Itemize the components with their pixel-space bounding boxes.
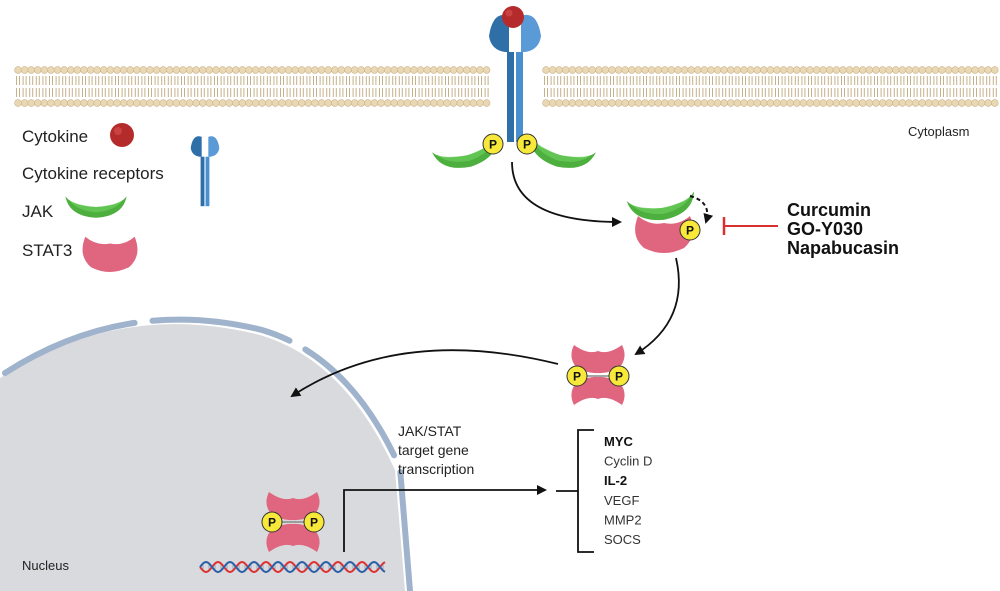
legend-jak-label: JAK	[22, 202, 54, 221]
target-gene-cyclin-d: Cyclin D	[604, 454, 652, 469]
svg-text:P: P	[523, 138, 531, 152]
legend-receptors-label: Cytokine receptors	[22, 164, 164, 183]
legend: Cytokine Cytokine receptors JAK STAT3	[22, 123, 220, 272]
legend-cytokine-label: Cytokine	[22, 127, 88, 146]
nucleus-label: Nucleus	[22, 558, 69, 573]
arrow-complex-to-dimer	[634, 257, 680, 356]
receptor-complex: P P	[432, 6, 596, 176]
cytokine-receptor	[489, 14, 541, 142]
legend-stat3-label: STAT3	[22, 241, 72, 260]
svg-text:P: P	[310, 516, 318, 530]
bound-cytokine	[502, 6, 524, 28]
phospho-stat3: P	[679, 219, 701, 241]
legend-receptor-icon	[190, 136, 220, 207]
cell-membrane	[14, 66, 999, 107]
stat3-dimer-nucleus: P P	[261, 492, 325, 552]
svg-text:P: P	[268, 516, 276, 530]
legend-cytokine-icon	[110, 123, 134, 147]
svg-text:P: P	[615, 370, 623, 384]
phospho-nuclear-right	[303, 511, 325, 533]
target-gene-mmp2: MMP2	[604, 512, 642, 527]
svg-text:transcription: transcription	[398, 461, 474, 477]
target-gene-il-2: IL-2	[604, 473, 627, 488]
nucleus	[0, 316, 413, 591]
target-gene-vegf: VEGF	[604, 493, 639, 508]
svg-text:P: P	[573, 370, 581, 384]
phospho-receptor-left: P	[482, 133, 504, 155]
target-gene-myc: MYC	[604, 434, 634, 449]
legend-stat3-icon	[82, 236, 138, 272]
arrow-dimer-to-nucleus	[290, 349, 559, 398]
legend-jak-icon	[65, 196, 127, 218]
pathway-arrows	[290, 161, 680, 552]
dna-helix	[199, 560, 386, 574]
svg-text:JAK/STAT: JAK/STAT	[398, 423, 462, 439]
target-gene-bracket	[556, 429, 594, 553]
inhibition-indicator	[722, 217, 778, 235]
phospho-dimer-left	[566, 365, 588, 387]
arrow-transcription	[343, 485, 547, 552]
phosphorylation-dashed-arrow	[689, 195, 714, 224]
phospho-receptor-right: P	[516, 133, 538, 155]
inhibitor-curcumin: Curcumin	[787, 200, 871, 220]
svg-text:target gene: target gene	[398, 442, 469, 458]
target-gene-socs: SOCS	[604, 532, 641, 547]
svg-text:P: P	[489, 138, 497, 152]
inhibitor-napabucasin: Napabucasin	[787, 238, 899, 258]
svg-text:P: P	[686, 224, 694, 238]
stat3-dimer-cytoplasm: P P	[566, 345, 630, 405]
phospho-dimer-right	[608, 365, 630, 387]
arrow-receptor-to-complex	[511, 161, 622, 227]
cytoplasm-label: Cytoplasm	[908, 124, 969, 139]
inhibitor-list: Curcumin GO-Y030 Napabucasin	[787, 200, 899, 258]
inhibitor-go-y030: GO-Y030	[787, 219, 863, 239]
transcription-label: JAK/STAT target gene transcription	[398, 423, 474, 477]
phospho-nuclear-left	[261, 511, 283, 533]
jak-stat3-complex: P	[626, 191, 714, 253]
